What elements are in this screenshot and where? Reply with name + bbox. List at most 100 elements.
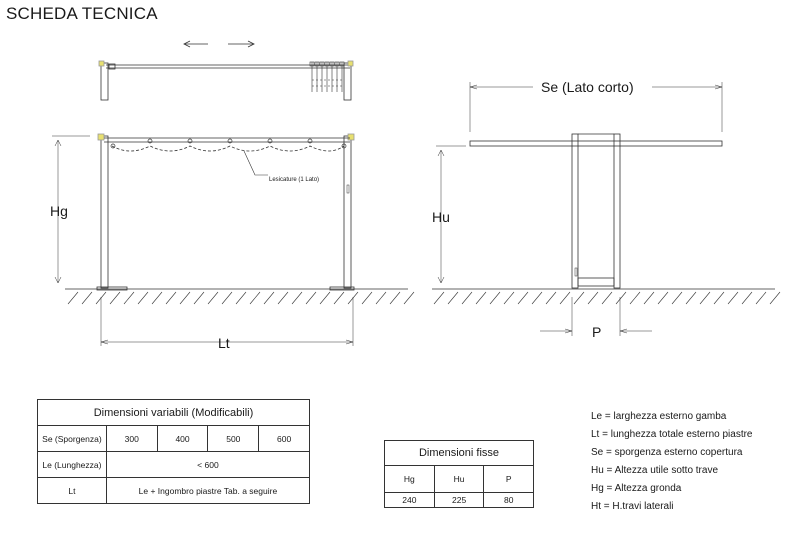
ground-hatch-line [361, 291, 373, 305]
legend-item: Le = larghezza esterno gamba [591, 411, 727, 422]
ground-hatch-line [517, 291, 529, 305]
side-ground-hatch [433, 291, 781, 305]
hg-label: Hg [50, 203, 68, 219]
page-title: SCHEDA TECNICA [6, 4, 158, 23]
front-left-plate [97, 133, 105, 141]
top-view [98, 40, 354, 101]
ground-hatch-line [587, 291, 599, 305]
fixed-dimensions-table: Dimensioni fisse Hg Hu P 240 225 80 [384, 440, 534, 508]
legend-item: Hg = Altezza gronda [591, 483, 682, 494]
side-roof [469, 140, 723, 147]
ground-hatch-line [741, 291, 753, 305]
ground-hatch-line [713, 291, 725, 305]
ground-hatch-line [207, 291, 219, 305]
hg-arrow-bottom-icon [54, 276, 62, 284]
top-lamella-stack [309, 61, 345, 92]
ground-hatch-line [727, 291, 739, 305]
p-label: P [592, 324, 601, 340]
column-header: P [483, 465, 534, 493]
side-frame-base [577, 277, 615, 287]
legend-item: Ht = H.travi laterali [591, 501, 674, 512]
ground-hatch-line [249, 291, 261, 305]
technical-drawing: Hg Lt Lesicature (1 Lato) Se (Lato corto… [50, 40, 781, 351]
legend-item: Lt = lunghezza totale esterno piastre [591, 429, 753, 440]
ground-hatch-line [475, 291, 487, 305]
ground-hatch-line [671, 291, 683, 305]
front-left-foot [96, 286, 128, 291]
ground-hatch-line [699, 291, 711, 305]
ground-hatch-line [137, 291, 149, 305]
p-arrow-left-icon [564, 328, 573, 334]
table-row: 240 225 80 [384, 492, 534, 508]
se-label: Se (Lato corto) [541, 79, 634, 95]
hg-arrow-top-icon [54, 139, 62, 147]
variable-dimensions-table: Dimensioni variabili (Modificabili) Se (… [37, 399, 311, 504]
variable-table-title: Dimensioni variabili (Modificabili) [37, 399, 310, 426]
ground-hatch-line [461, 291, 473, 305]
ground-hatch-line [545, 291, 557, 305]
ground-hatch-line [769, 291, 781, 305]
table-cell: 400 [156, 425, 209, 452]
ground-hatch-line [503, 291, 515, 305]
ground-hatch-line [447, 291, 459, 305]
row-label: Lt [37, 477, 107, 504]
top-right-plate [347, 60, 354, 67]
lesicature-callout: Lesicature (1 Lato) [269, 177, 319, 183]
ground-hatch-line [601, 291, 613, 305]
ground-hatch-line [109, 291, 121, 305]
front-right-plate [347, 133, 355, 141]
ground-hatch-line [615, 291, 627, 305]
ground-hatch-line [319, 291, 331, 305]
legend: Le = larghezza esterno gamba Lt = lunghe… [591, 408, 753, 516]
front-left-post [100, 135, 109, 289]
table-cell: 225 [433, 492, 485, 508]
lt-arrow-left-icon [100, 339, 109, 345]
side-post-marker [574, 267, 578, 277]
ground-hatch-line [67, 291, 79, 305]
front-right-post [343, 135, 352, 289]
table-row: Hg Hu P [384, 465, 534, 493]
front-view [52, 133, 415, 346]
lt-arrow-right-icon [345, 339, 354, 345]
ground-hatch-line [305, 291, 317, 305]
side-view [432, 82, 781, 336]
legend-item: Hu = Altezza utile sotto trave [591, 465, 719, 476]
ground-hatch-line [81, 291, 93, 305]
table-row: Le (Lunghezza) < 600 [37, 451, 311, 478]
table-cell: 300 [105, 425, 158, 452]
ground-hatch-line [657, 291, 669, 305]
top-left-plate [98, 60, 105, 67]
row-label: Se (Sporgenza) [37, 425, 107, 452]
table-row: Se (Sporgenza) 300 400 500 600 [37, 425, 310, 452]
se-arrow-right-icon [714, 84, 723, 90]
fixed-table-title: Dimensioni fisse [384, 440, 534, 466]
top-left-post [100, 62, 109, 101]
front-right-foot [329, 286, 355, 291]
curtain-scallops [111, 145, 345, 152]
curtain-rings [110, 138, 347, 149]
arrow-right-head-icon [247, 40, 255, 48]
column-header: Hu [433, 465, 485, 493]
ground-hatch-line [165, 291, 177, 305]
side-post-right [613, 133, 621, 289]
lt-label: Lt [218, 335, 230, 351]
ground-hatch-line [277, 291, 289, 305]
ground-hatch-line [489, 291, 501, 305]
ground-hatch-line [643, 291, 655, 305]
ground-hatch-line [685, 291, 697, 305]
ground-hatch-line [531, 291, 543, 305]
hu-label: Hu [432, 209, 450, 225]
hu-arrow-top-icon [437, 149, 445, 157]
hu-arrow-bottom-icon [437, 276, 445, 284]
table-row: Lt Le + Ingombro piastre Tab. a seguire [37, 477, 311, 504]
ground-hatch-line [123, 291, 135, 305]
side-post-left [571, 133, 579, 289]
ground-hatch-line [263, 291, 275, 305]
ground-hatch-line [389, 291, 401, 305]
ground-hatch-line [235, 291, 247, 305]
front-ground-hatch [67, 291, 415, 305]
ground-hatch-line [573, 291, 585, 305]
column-header: Hg [384, 465, 435, 493]
p-arrow-right-icon [619, 328, 628, 334]
legend-item: Se = sporgenza esterno copertura [591, 447, 743, 458]
